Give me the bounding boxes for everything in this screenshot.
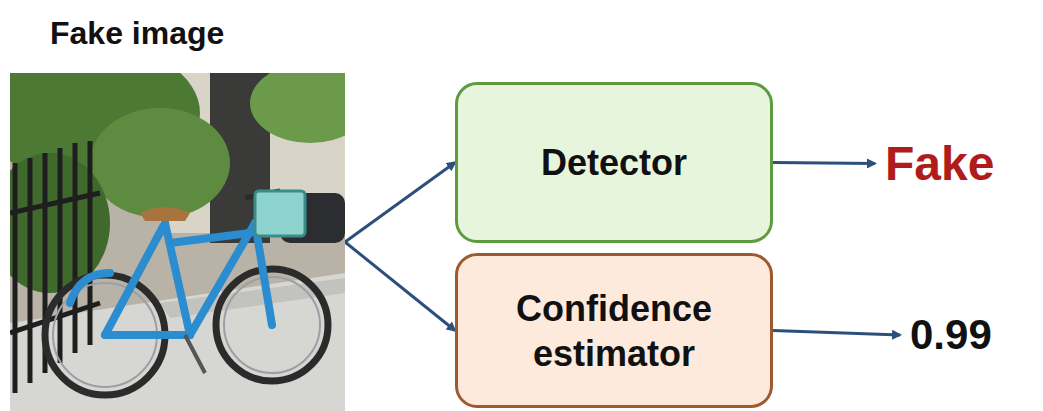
image-heading: Fake image: [50, 15, 224, 52]
output-label: Fake: [885, 136, 994, 191]
output-value-text: 0.99: [910, 311, 992, 359]
output-label-text: Fake: [885, 136, 994, 191]
box-label: Detector: [541, 140, 687, 185]
process-box: Detector: [455, 82, 773, 243]
box-label: Confidence estimator: [478, 286, 750, 376]
process-box: Confidence estimator: [455, 253, 773, 408]
arrow-connector: [345, 242, 455, 331]
output-value: 0.99: [910, 311, 992, 359]
bicycle-photo: [10, 73, 345, 411]
arrow-connector: [773, 163, 875, 164]
arrow-connector: [773, 331, 900, 336]
arrow-connector: [345, 163, 455, 243]
image-panel: Fake image: [10, 73, 345, 411]
